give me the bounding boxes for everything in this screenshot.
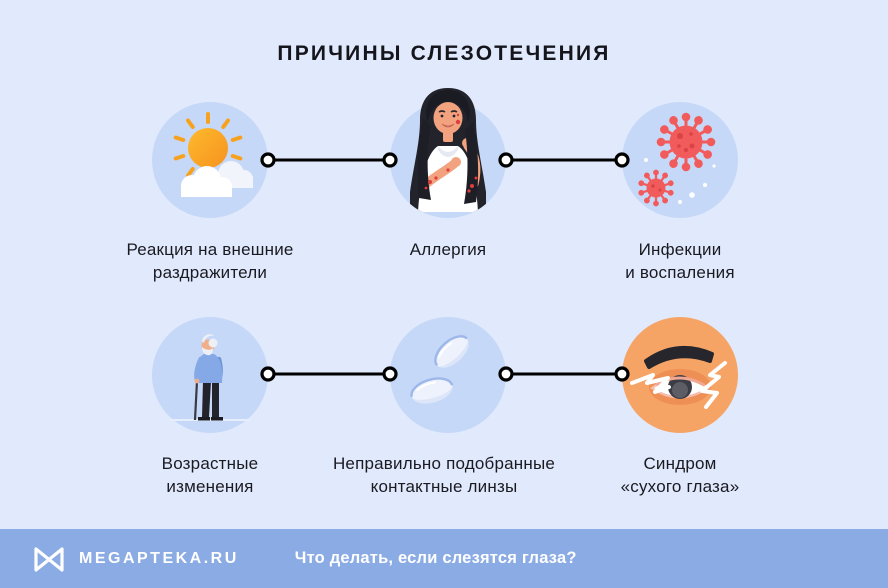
connector-line xyxy=(260,366,398,382)
brand-name: MEGAPTEKA.RU xyxy=(79,549,239,567)
cause-label: Инфекции и воспаления xyxy=(625,240,735,282)
connector-line xyxy=(498,366,630,382)
megapteka-logo-icon xyxy=(34,546,64,572)
cause-label: Неправильно подобранные контактные линзы xyxy=(332,454,556,496)
sun-and-clouds-icon xyxy=(152,102,268,218)
footer-bar: MEGAPTEKA.RU Что делать, если слезятся г… xyxy=(0,529,888,588)
page-title: ПРИЧИНЫ СЛЕЗОТЕЧЕНИЯ xyxy=(277,42,611,65)
connector-line xyxy=(260,152,398,168)
irritated-eye-icon xyxy=(622,317,738,433)
cause-label: Возрастные изменения xyxy=(161,454,259,496)
connector-line xyxy=(498,152,630,168)
cause-label: Реакция на внешние раздражители xyxy=(126,240,294,282)
cause-label: Синдром «сухого глаза» xyxy=(620,454,740,496)
contact-lenses-icon xyxy=(390,317,506,433)
footer-question: Что делать, если слезятся глаза? xyxy=(294,549,577,567)
elderly-man-icon xyxy=(152,317,268,433)
virus-icon xyxy=(622,102,738,218)
cause-label: Аллергия xyxy=(409,240,487,259)
allergy-woman-icon xyxy=(390,88,506,218)
